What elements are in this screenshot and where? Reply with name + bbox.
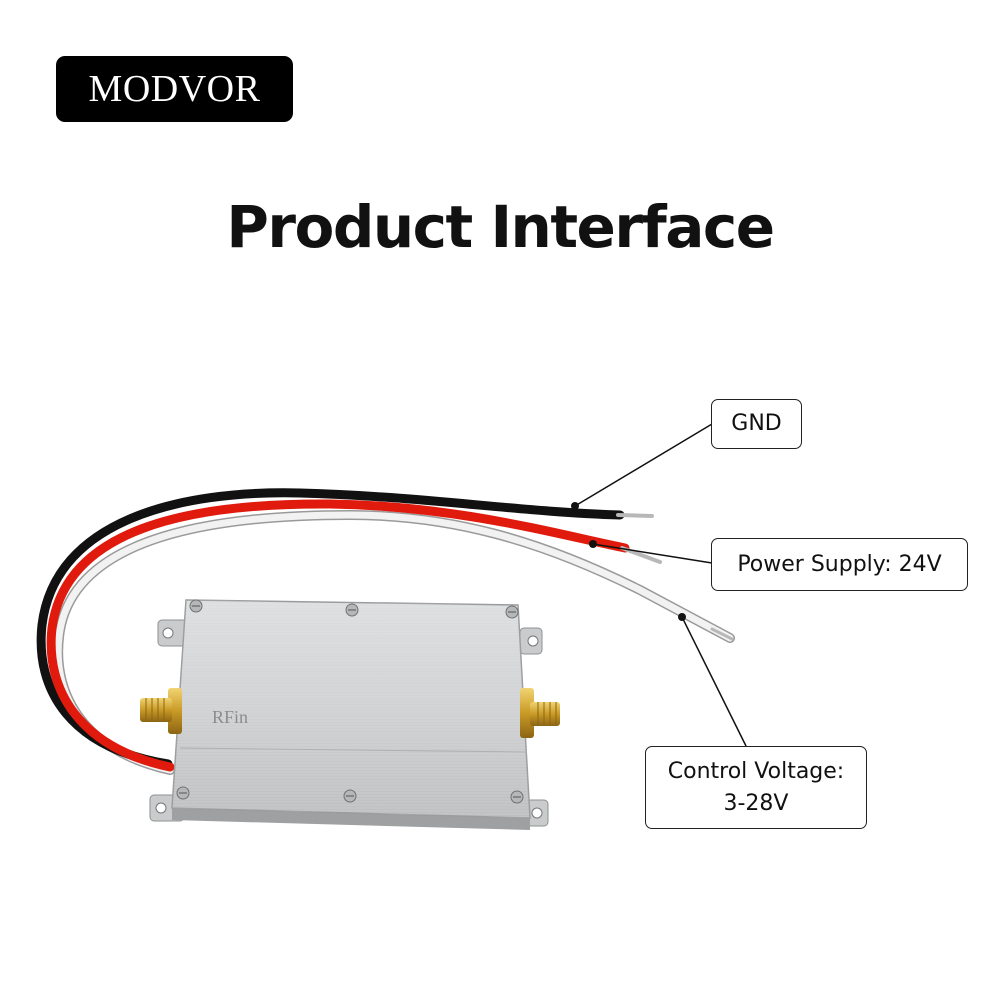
callout-leaders — [571, 423, 747, 747]
power-supply-label: Power Supply: 24V — [737, 551, 942, 577]
sma-connector-icon — [140, 688, 560, 738]
power-supply-callout: Power Supply: 24V — [711, 538, 968, 591]
control-voltage-callout: Control Voltage: 3-28V — [645, 746, 867, 829]
screw-icon — [176, 599, 524, 804]
brand-logo: MODVOR — [56, 56, 293, 122]
rfin-label: RFin — [212, 707, 248, 727]
wire-black — [36, 488, 625, 769]
brand-name: MODVOR — [88, 68, 261, 110]
gnd-label: GND — [731, 411, 782, 437]
wire-bundle — [36, 488, 735, 775]
amplifier-housing: RFin — [171, 599, 531, 830]
control-voltage-label-line1: Control Voltage: — [667, 758, 845, 784]
gnd-callout: GND — [711, 399, 802, 449]
wire-red — [46, 499, 630, 772]
page-title: Product Interface — [226, 193, 775, 261]
control-voltage-label-line2: 3-28V — [723, 790, 789, 816]
